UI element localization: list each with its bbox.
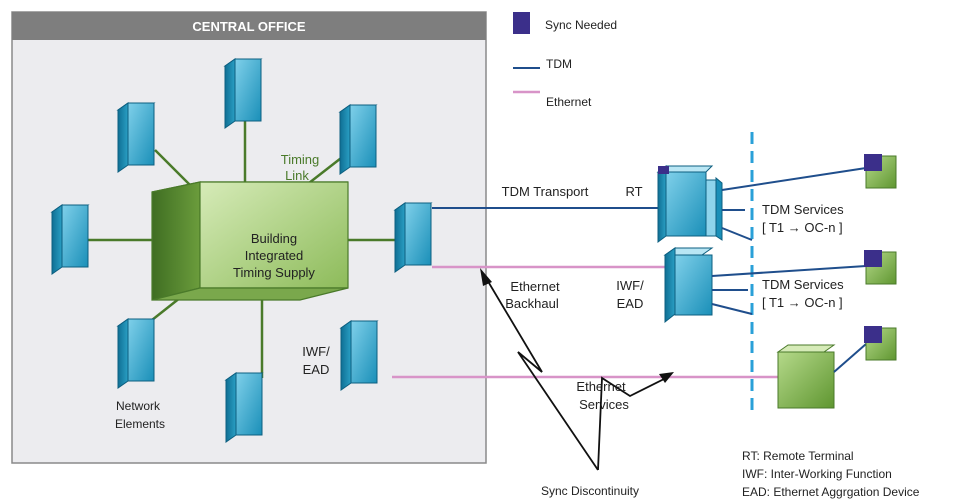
ethernet-backhaul-label-line2: Backhaul [505, 296, 559, 311]
ethernet-backhaul-label-line1: Ethernet [510, 279, 560, 294]
customer-premises-box [864, 250, 897, 285]
sync-discontinuity-label: Sync Discontinuity [541, 484, 639, 498]
tdm-services-1-line1: TDM Services [762, 202, 844, 217]
legend-tdm-label: TDM [546, 57, 572, 71]
remote-terminal [656, 165, 723, 243]
network-element-cube [393, 202, 433, 273]
sync-arrowhead-left [480, 268, 492, 286]
ethernet-services-label-line2: Services [579, 397, 629, 412]
legend-ethernet-label: Ethernet [546, 95, 592, 109]
tdm-transport-label: TDM Transport [502, 184, 589, 199]
central-office-title: CENTRAL OFFICE [192, 19, 305, 34]
network-element-cube [223, 58, 263, 129]
remote-iwf-label-line1: IWF/ [616, 278, 644, 293]
tdm-services-2-line1: TDM Services [762, 277, 844, 292]
rt-sync-needed-marker [658, 166, 669, 174]
tdm-services-1-line2: [ T1 → OC-n ] [762, 220, 843, 235]
co-iwf-label-line2: EAD [303, 362, 330, 377]
iwf-ead-cube [339, 320, 379, 391]
legend: Sync Needed TDM Ethernet [513, 12, 617, 109]
sync-needed-marker [864, 326, 882, 343]
remote-iwf-ead [663, 247, 714, 324]
sync-needed-marker [864, 250, 882, 267]
legend-sync-needed-label: Sync Needed [545, 18, 617, 32]
rt-label: RT [625, 184, 642, 199]
network-element-cube [338, 104, 378, 175]
tdm-service-lines [711, 167, 867, 373]
customer-premises [864, 154, 897, 361]
sync-arrowhead-right [659, 372, 674, 383]
network-element-cube [116, 102, 156, 173]
legend-sync-needed-swatch [513, 12, 530, 34]
co-iwf-label-line1: IWF/ [302, 344, 330, 359]
timing-link-label-line2: Link [285, 168, 309, 183]
ethernet-end-device [776, 344, 836, 409]
network-element-cube [116, 318, 156, 389]
network-element-cube [50, 204, 90, 275]
footnote-ead: EAD: Ethernet Aggrgation Device [742, 485, 920, 499]
remote-iwf-label-line2: EAD [617, 296, 644, 311]
customer-premises-box [864, 326, 897, 361]
footnote-iwf: IWF: Inter-Working Function [742, 467, 892, 481]
bits-label-line2: Integrated [245, 248, 304, 263]
bits-label-line3: Timing Supply [233, 265, 315, 280]
network-elements-label-line1: Network [116, 399, 161, 413]
tdm-services-2-line2: [ T1 → OC-n ] [762, 295, 843, 310]
bits-timing-supply: Building Integrated Timing Supply [151, 181, 349, 301]
network-elements [50, 58, 433, 443]
customer-premises-box [864, 154, 897, 189]
sync-discontinuity-arrows [485, 277, 667, 471]
sync-needed-marker [864, 154, 882, 171]
bits-label-line1: Building [251, 231, 297, 246]
network-element-cube [224, 372, 264, 443]
network-elements-label-line2: Elements [115, 417, 165, 431]
footnote-rt: RT: Remote Terminal [742, 449, 854, 463]
timing-link-label-line1: Timing [281, 152, 320, 167]
